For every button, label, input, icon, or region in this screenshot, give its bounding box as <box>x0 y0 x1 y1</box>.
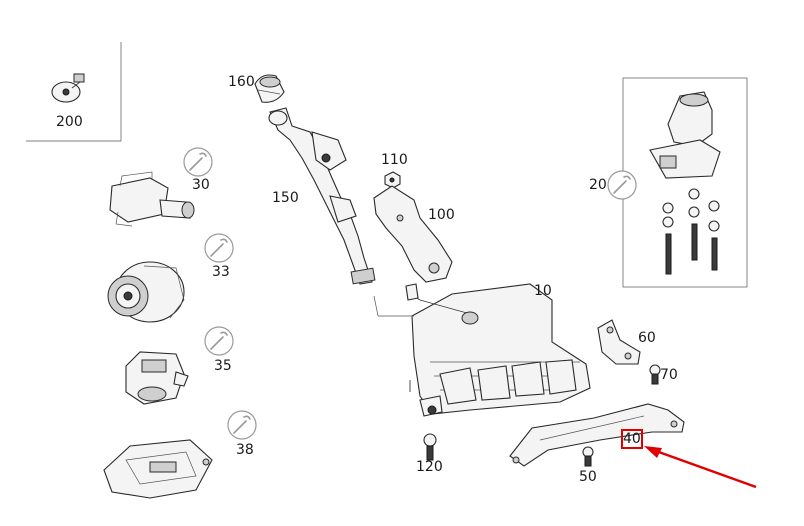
callout-30: 30 <box>192 177 210 193</box>
callout-110: 110 <box>381 152 408 168</box>
callout-200: 200 <box>56 114 83 130</box>
part-33-pump <box>107 261 185 323</box>
part-30-valve <box>109 171 195 227</box>
callout-60: 60 <box>638 330 656 346</box>
part-35-actuator <box>125 351 189 405</box>
wrench-icon-30 <box>183 147 213 177</box>
part-150-hose <box>268 107 376 285</box>
part-200-inset <box>26 42 122 142</box>
part-40-rail <box>509 403 685 467</box>
callout-40: 40 <box>623 431 641 447</box>
callout-70: 70 <box>660 367 678 383</box>
part-160-cap <box>254 74 285 103</box>
callout-40-highlight-box <box>621 429 643 449</box>
callout-100: 100 <box>428 207 455 223</box>
wrench-icon-35 <box>204 326 234 356</box>
part-50-bolt <box>582 446 594 467</box>
part-38-plate <box>103 439 213 499</box>
highlight-arrow <box>644 446 757 489</box>
callout-20: 20 <box>589 177 607 193</box>
part-110-nut <box>384 171 401 189</box>
callout-150: 150 <box>272 190 299 206</box>
part-100-bracket <box>373 185 453 283</box>
wrench-icon-33 <box>204 233 234 263</box>
callout-10: 10 <box>534 283 552 299</box>
callout-35: 35 <box>214 358 232 374</box>
part-70-bolt <box>649 364 661 385</box>
part-10-housing <box>373 283 591 417</box>
callout-50: 50 <box>579 469 597 485</box>
part-120-bolt <box>423 433 437 461</box>
wrench-icon-20 <box>607 170 637 200</box>
wrench-icon-38 <box>227 410 257 440</box>
callout-120: 120 <box>416 459 443 475</box>
part-20-bolts <box>662 188 720 275</box>
callout-38: 38 <box>236 442 254 458</box>
part-60-bracket <box>597 319 641 365</box>
part-20-inset <box>622 77 748 288</box>
callout-160: 160 <box>228 74 255 90</box>
callout-33: 33 <box>212 264 230 280</box>
